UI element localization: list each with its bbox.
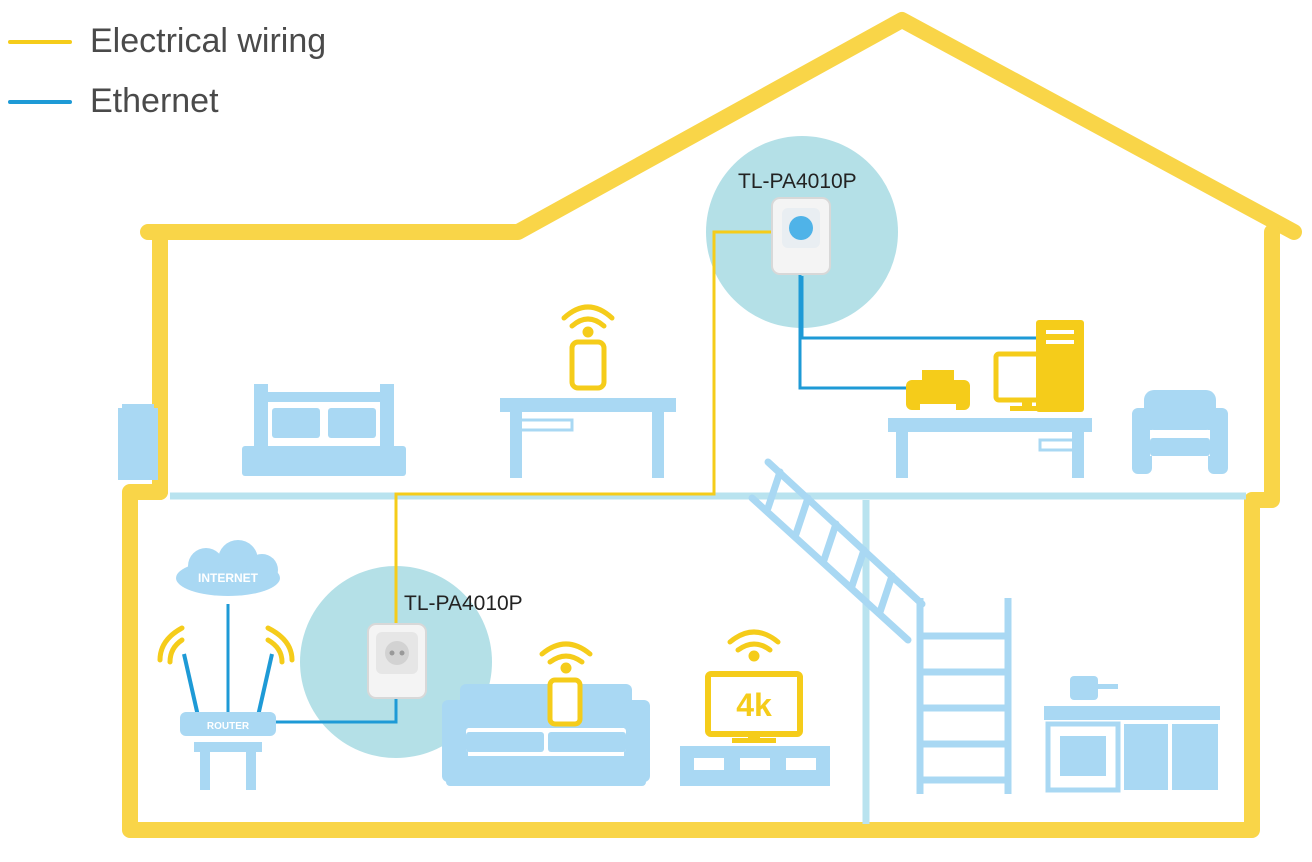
staircase-icon: [748, 458, 926, 644]
legend-item-ethernet: Ethernet: [8, 82, 219, 121]
electrical-wiring-line: [394, 230, 778, 640]
tv-label: 4k: [736, 687, 772, 723]
armchair-icon: [1132, 390, 1228, 474]
wifi-icon: [539, 641, 593, 674]
kitchen-icon: [1044, 676, 1220, 793]
wifi-icon: [727, 629, 781, 662]
router-label: ROUTER: [207, 721, 250, 732]
printer-icon: [906, 370, 970, 412]
legend-swatch-electrical: [8, 39, 72, 44]
tablet-icon: [569, 339, 607, 391]
ethernet-lines: [226, 262, 1040, 724]
pc-desk: [888, 418, 1092, 478]
legend-item-electrical: Electrical wiring: [8, 22, 326, 61]
powerline-adapter-icon: [771, 197, 831, 275]
wifi-icon: [157, 625, 295, 665]
tv-icon: 4k: [705, 671, 803, 743]
legend-label-electrical: Electrical wiring: [90, 22, 327, 60]
legend-label-ethernet: Ethernet: [90, 82, 219, 120]
router-icon: ROUTER: [180, 653, 276, 790]
tv-stand: [680, 746, 830, 786]
pc-icon: [993, 320, 1084, 412]
bed-icon: [242, 384, 406, 476]
downstairs-adapter-label: TL-PA4010P: [404, 592, 523, 615]
cloud-label: INTERNET: [198, 571, 259, 585]
legend-swatch-ethernet: [8, 99, 72, 104]
powerline-adapter-icon: [367, 623, 427, 699]
wifi-icon: [561, 304, 615, 338]
house-outline: [122, 12, 1302, 838]
tablet-icon: [547, 677, 583, 727]
ladder-icon: [916, 598, 1012, 794]
sofa-icon: [442, 684, 650, 786]
desk: [500, 398, 676, 478]
cloud-icon: INTERNET: [176, 540, 280, 596]
outdoor-box: [118, 404, 158, 480]
upstairs-adapter-label: TL-PA4010P: [738, 170, 857, 193]
